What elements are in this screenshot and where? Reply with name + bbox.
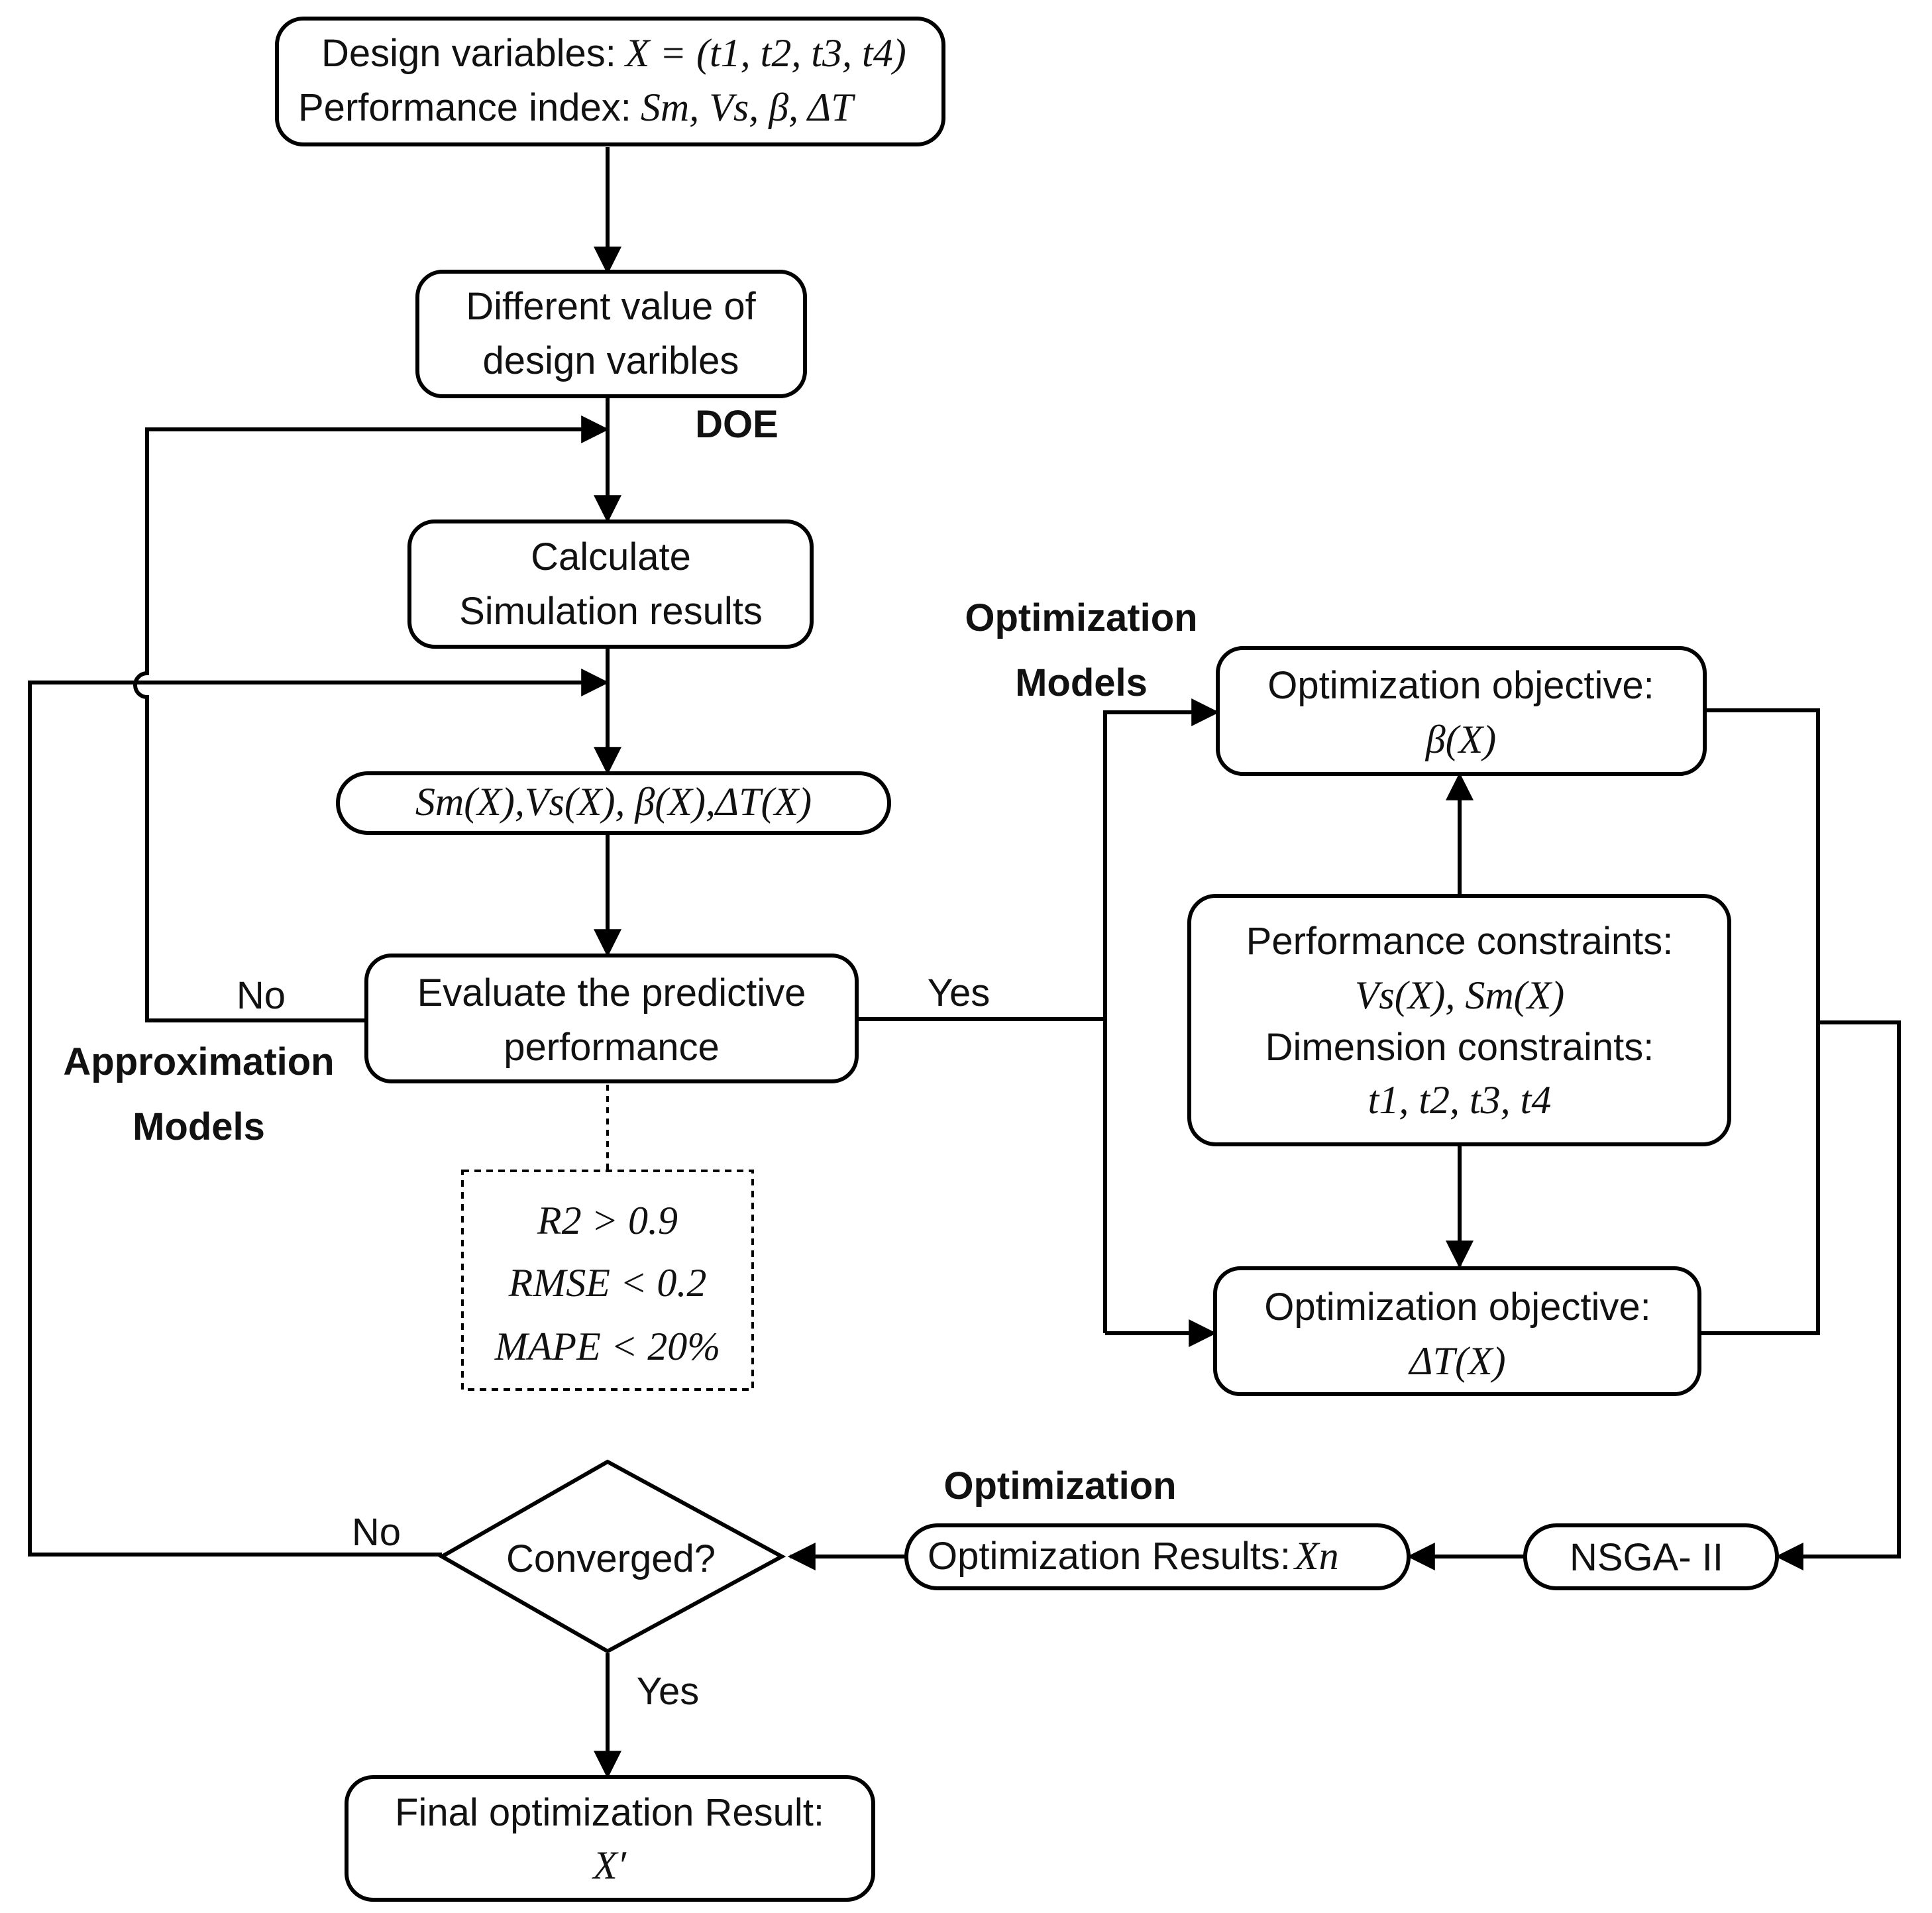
performance-index-formula: Sm, Vs, β, ΔT	[641, 85, 855, 129]
design-variables-formula: X = (t1, t2, t3, t4)	[624, 31, 906, 75]
performance-index-label: Performance index:	[298, 86, 631, 129]
optimization-results-label: Optimization Results:	[928, 1535, 1291, 1578]
objective-beta-formula: β(X)	[1425, 718, 1497, 761]
edge-evaluate-no-loop	[133, 415, 610, 1022]
converged-yes-label: Yes	[637, 1670, 700, 1713]
calculate-line2: Simulation results	[459, 590, 763, 633]
approximation-models-label-2: Models	[133, 1105, 265, 1148]
responses-node: Sm(X),Vs(X), β(X),ΔT(X)	[336, 771, 891, 835]
evaluate-yes-label: Yes	[928, 971, 991, 1014]
evaluate-line1: Evaluate the predictive	[417, 971, 806, 1014]
evaluate-node: Evaluate the predictive performance	[364, 954, 859, 1083]
criteria-mape: MAPE < 20%	[494, 1325, 720, 1368]
edge-collector-to-nsga	[1775, 1020, 1901, 1570]
converged-label: Converged?	[506, 1537, 716, 1580]
nsga-node: NSGA- II	[1523, 1523, 1779, 1590]
optimization-results-formula: Xn	[1293, 1534, 1339, 1578]
performance-constraints-formula: Vs(X), Sm(X)	[1355, 973, 1565, 1017]
responses-formula: Sm(X),Vs(X), β(X),ΔT(X)	[415, 780, 812, 824]
performance-constraints-label: Performance constraints:	[1246, 920, 1674, 963]
evaluate-no-label: No	[237, 974, 286, 1017]
converged-no-label: No	[352, 1511, 401, 1554]
optimization-label: Optimization	[943, 1464, 1176, 1507]
calculate-line1: Calculate	[531, 535, 691, 578]
final-result-formula: X′	[592, 1843, 627, 1887]
dimension-constraints-label: Dimension constraints:	[1265, 1026, 1654, 1069]
converged-decision: Converged?	[437, 1459, 786, 1654]
approximation-models-label-1: Approximation	[63, 1040, 334, 1083]
different-value-node: Different value of design varibles	[415, 270, 807, 398]
svg-text:Performance index:Sm, Vs, β, Δ: Performance index:Sm, Vs, β, ΔT	[298, 85, 855, 129]
constraints-node: Performance constraints: Vs(X), Sm(X) Di…	[1187, 894, 1731, 1146]
objective-beta-node: Optimization objective: β(X)	[1216, 646, 1707, 776]
design-variables-label: Design variables:	[321, 32, 616, 75]
optimization-models-label-2: Models	[1015, 661, 1148, 704]
different-value-line2: design varibles	[483, 339, 739, 382]
final-result-node: Final optimization Result: X′	[345, 1775, 875, 1902]
edge-converged-no-loop	[28, 669, 610, 1557]
doe-label: DOE	[695, 403, 778, 446]
objective-dt-node: Optimization objective: ΔT(X)	[1213, 1266, 1701, 1396]
optimization-models-label-1: Optimization	[965, 596, 1197, 639]
objective-dt-formula: ΔT(X)	[1408, 1339, 1505, 1383]
criteria-r2: R2 > 0.9	[537, 1199, 678, 1242]
design-variables-node: Design variables:X = (t1, t2, t3, t4) Pe…	[275, 17, 945, 146]
objective-dt-label: Optimization objective:	[1264, 1285, 1650, 1329]
criteria-rmse: RMSE < 0.2	[508, 1261, 707, 1305]
annotations: DOE Optimization Models Approximation Mo…	[63, 403, 1197, 1713]
dimension-constraints-formula: t1, t2, t3, t4	[1368, 1078, 1552, 1122]
evaluate-line2: performance	[504, 1026, 720, 1069]
nsga-label: NSGA- II	[1570, 1536, 1723, 1579]
calculate-node: Calculate Simulation results	[407, 519, 814, 649]
svg-text:Optimization Results:Xn: Optimization Results:Xn	[928, 1534, 1339, 1578]
optimization-results-node: Optimization Results:Xn	[904, 1523, 1411, 1590]
svg-text:Design variables:X = (t1, t2,: Design variables:X = (t1, t2, t3, t4)	[321, 31, 906, 75]
edges	[28, 147, 1901, 1779]
different-value-line1: Different value of	[466, 285, 756, 328]
objective-beta-label: Optimization objective:	[1267, 664, 1654, 707]
criteria-box: R2 > 0.9 RMSE < 0.2 MAPE < 20%	[461, 1170, 754, 1391]
final-result-label: Final optimization Result:	[395, 1791, 824, 1834]
